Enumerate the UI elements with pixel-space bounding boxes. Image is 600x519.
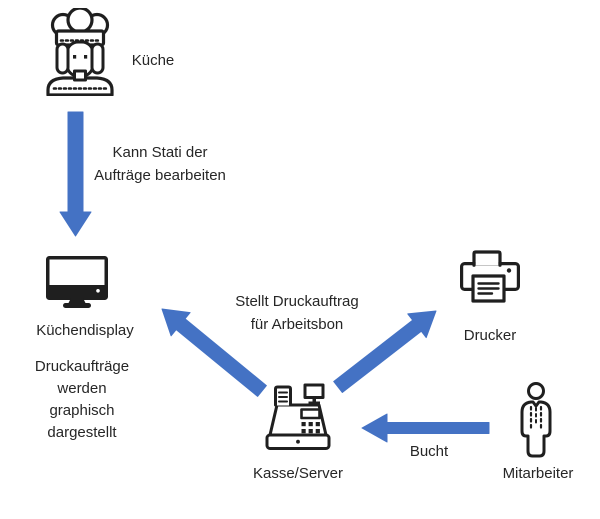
kasse-label: Kasse/Server <box>252 465 344 482</box>
arrow-mitarbeiter-to-kasse <box>361 413 490 443</box>
arrow-kasse-to-drucker <box>333 310 437 393</box>
drucker-label: Drucker <box>463 327 517 344</box>
edge-label-kann-stati: Kann Stati der Aufträge bearbeiten <box>94 144 226 184</box>
person-icon <box>520 382 552 458</box>
kuechendisplay-label: Küchendisplay <box>36 322 134 339</box>
chef-icon <box>46 8 114 96</box>
kueche-label: Küche <box>131 52 175 69</box>
monitor-icon <box>46 256 108 308</box>
arrow-kueche-to-kuechendisplay <box>59 111 92 237</box>
printer-icon <box>460 250 520 303</box>
edge-label-stellt-druckauftrag: Stellt Druckauftrag für Arbeitsbon <box>235 293 359 333</box>
kuechendisplay-note: Druckaufträge werden graphisch dargestel… <box>34 358 130 441</box>
arrow-kasse-to-kuechendisplay <box>161 308 267 397</box>
mitarbeiter-label: Mitarbeiter <box>502 465 574 482</box>
edge-label-bucht: Bucht <box>409 443 449 460</box>
cash-register-icon <box>265 383 331 450</box>
